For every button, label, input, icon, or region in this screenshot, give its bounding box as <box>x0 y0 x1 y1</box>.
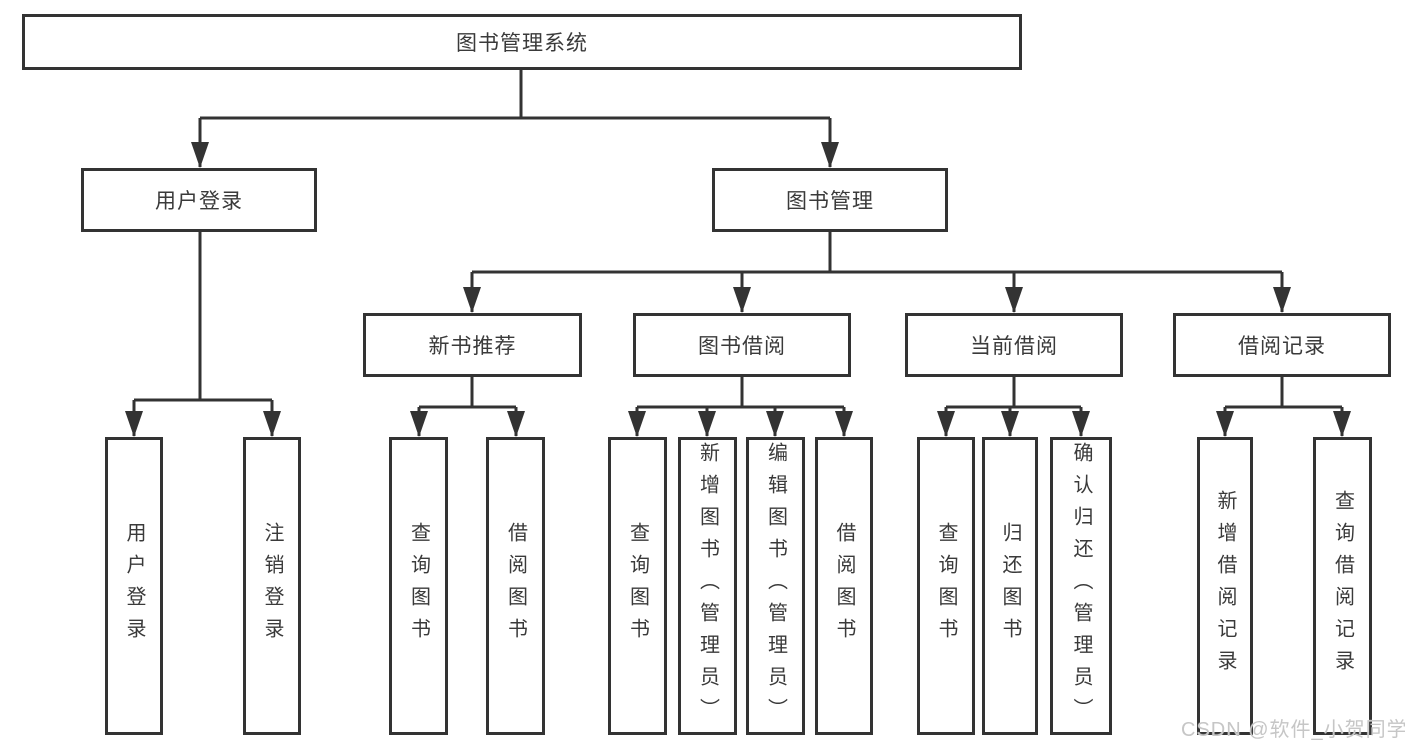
node-current-borrowing: 当前借阅 <box>905 313 1123 377</box>
node-book-management: 图书管理 <box>712 168 948 232</box>
leaf-confirm-return-admin: 确认归还（管理员） <box>1050 437 1112 735</box>
leaf-add-books-admin: 新增图书（管理员） <box>678 437 737 735</box>
leaf-borrow-books-borrowing: 借阅图书 <box>815 437 873 735</box>
node-new-book-recommend: 新书推荐 <box>363 313 582 377</box>
leaf-query-books-current: 查询图书 <box>917 437 975 735</box>
node-borrowing-records: 借阅记录 <box>1173 313 1391 377</box>
leaf-user-login: 用户登录 <box>105 437 163 735</box>
node-book-borrowing: 图书借阅 <box>633 313 851 377</box>
node-library-system: 图书管理系统 <box>22 14 1022 70</box>
leaf-query-borrow-record: 查询借阅记录 <box>1313 437 1372 735</box>
node-user-login: 用户登录 <box>81 168 317 232</box>
leaf-logout: 注销登录 <box>243 437 301 735</box>
leaf-add-borrow-record: 新增借阅记录 <box>1197 437 1253 735</box>
leaf-edit-books-admin: 编辑图书（管理员） <box>746 437 805 735</box>
leaf-query-books-recommend: 查询图书 <box>389 437 448 735</box>
connector-path <box>134 70 1342 409</box>
csdn-watermark: CSDN @软件_小贺同学 <box>1181 719 1405 741</box>
leaf-borrow-books-recommend: 借阅图书 <box>486 437 545 735</box>
leaf-query-books-borrowing: 查询图书 <box>608 437 667 735</box>
leaf-return-books: 归还图书 <box>982 437 1038 735</box>
